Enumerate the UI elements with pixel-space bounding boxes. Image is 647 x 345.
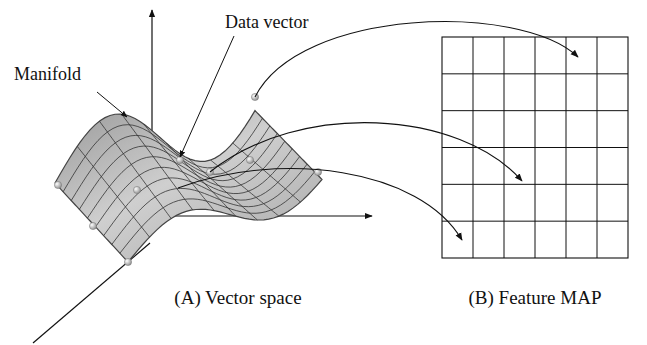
data-point bbox=[133, 186, 140, 193]
mapping-arrow bbox=[178, 169, 462, 240]
depth-axis bbox=[33, 243, 150, 343]
data-point bbox=[54, 181, 61, 188]
data-point bbox=[124, 258, 131, 265]
grid-line bbox=[597, 37, 598, 258]
caption-label: (B) Feature MAP bbox=[469, 287, 602, 309]
manifold-sheet bbox=[55, 111, 322, 262]
grid-border bbox=[442, 37, 628, 258]
callout-label: Manifold bbox=[14, 64, 81, 85]
data-points bbox=[54, 93, 321, 265]
leader-line bbox=[97, 92, 127, 117]
data-point bbox=[176, 156, 183, 163]
grid-line bbox=[442, 147, 628, 148]
mesh-line bbox=[233, 143, 301, 202]
callout-label: Data vector bbox=[225, 12, 308, 33]
mesh-line bbox=[112, 164, 307, 244]
mesh-line bbox=[96, 149, 293, 227]
grid-line bbox=[566, 37, 567, 258]
coordinate-axes bbox=[33, 10, 372, 343]
feature-map-grid bbox=[442, 37, 628, 258]
mesh-line bbox=[63, 118, 262, 192]
grid-line bbox=[442, 221, 628, 222]
caption-label: (A) Vector space bbox=[174, 287, 301, 309]
data-point bbox=[89, 222, 96, 229]
mesh-line bbox=[211, 160, 279, 216]
manifold-surface bbox=[55, 111, 322, 262]
mesh-line bbox=[120, 172, 315, 253]
leader-lines bbox=[97, 36, 234, 157]
mesh-line bbox=[87, 141, 284, 218]
mesh-line bbox=[104, 157, 300, 236]
leader-line bbox=[180, 36, 234, 157]
grid-line bbox=[442, 184, 628, 185]
mesh-line bbox=[188, 158, 257, 220]
mesh-line bbox=[166, 143, 236, 216]
data-point bbox=[246, 156, 253, 163]
